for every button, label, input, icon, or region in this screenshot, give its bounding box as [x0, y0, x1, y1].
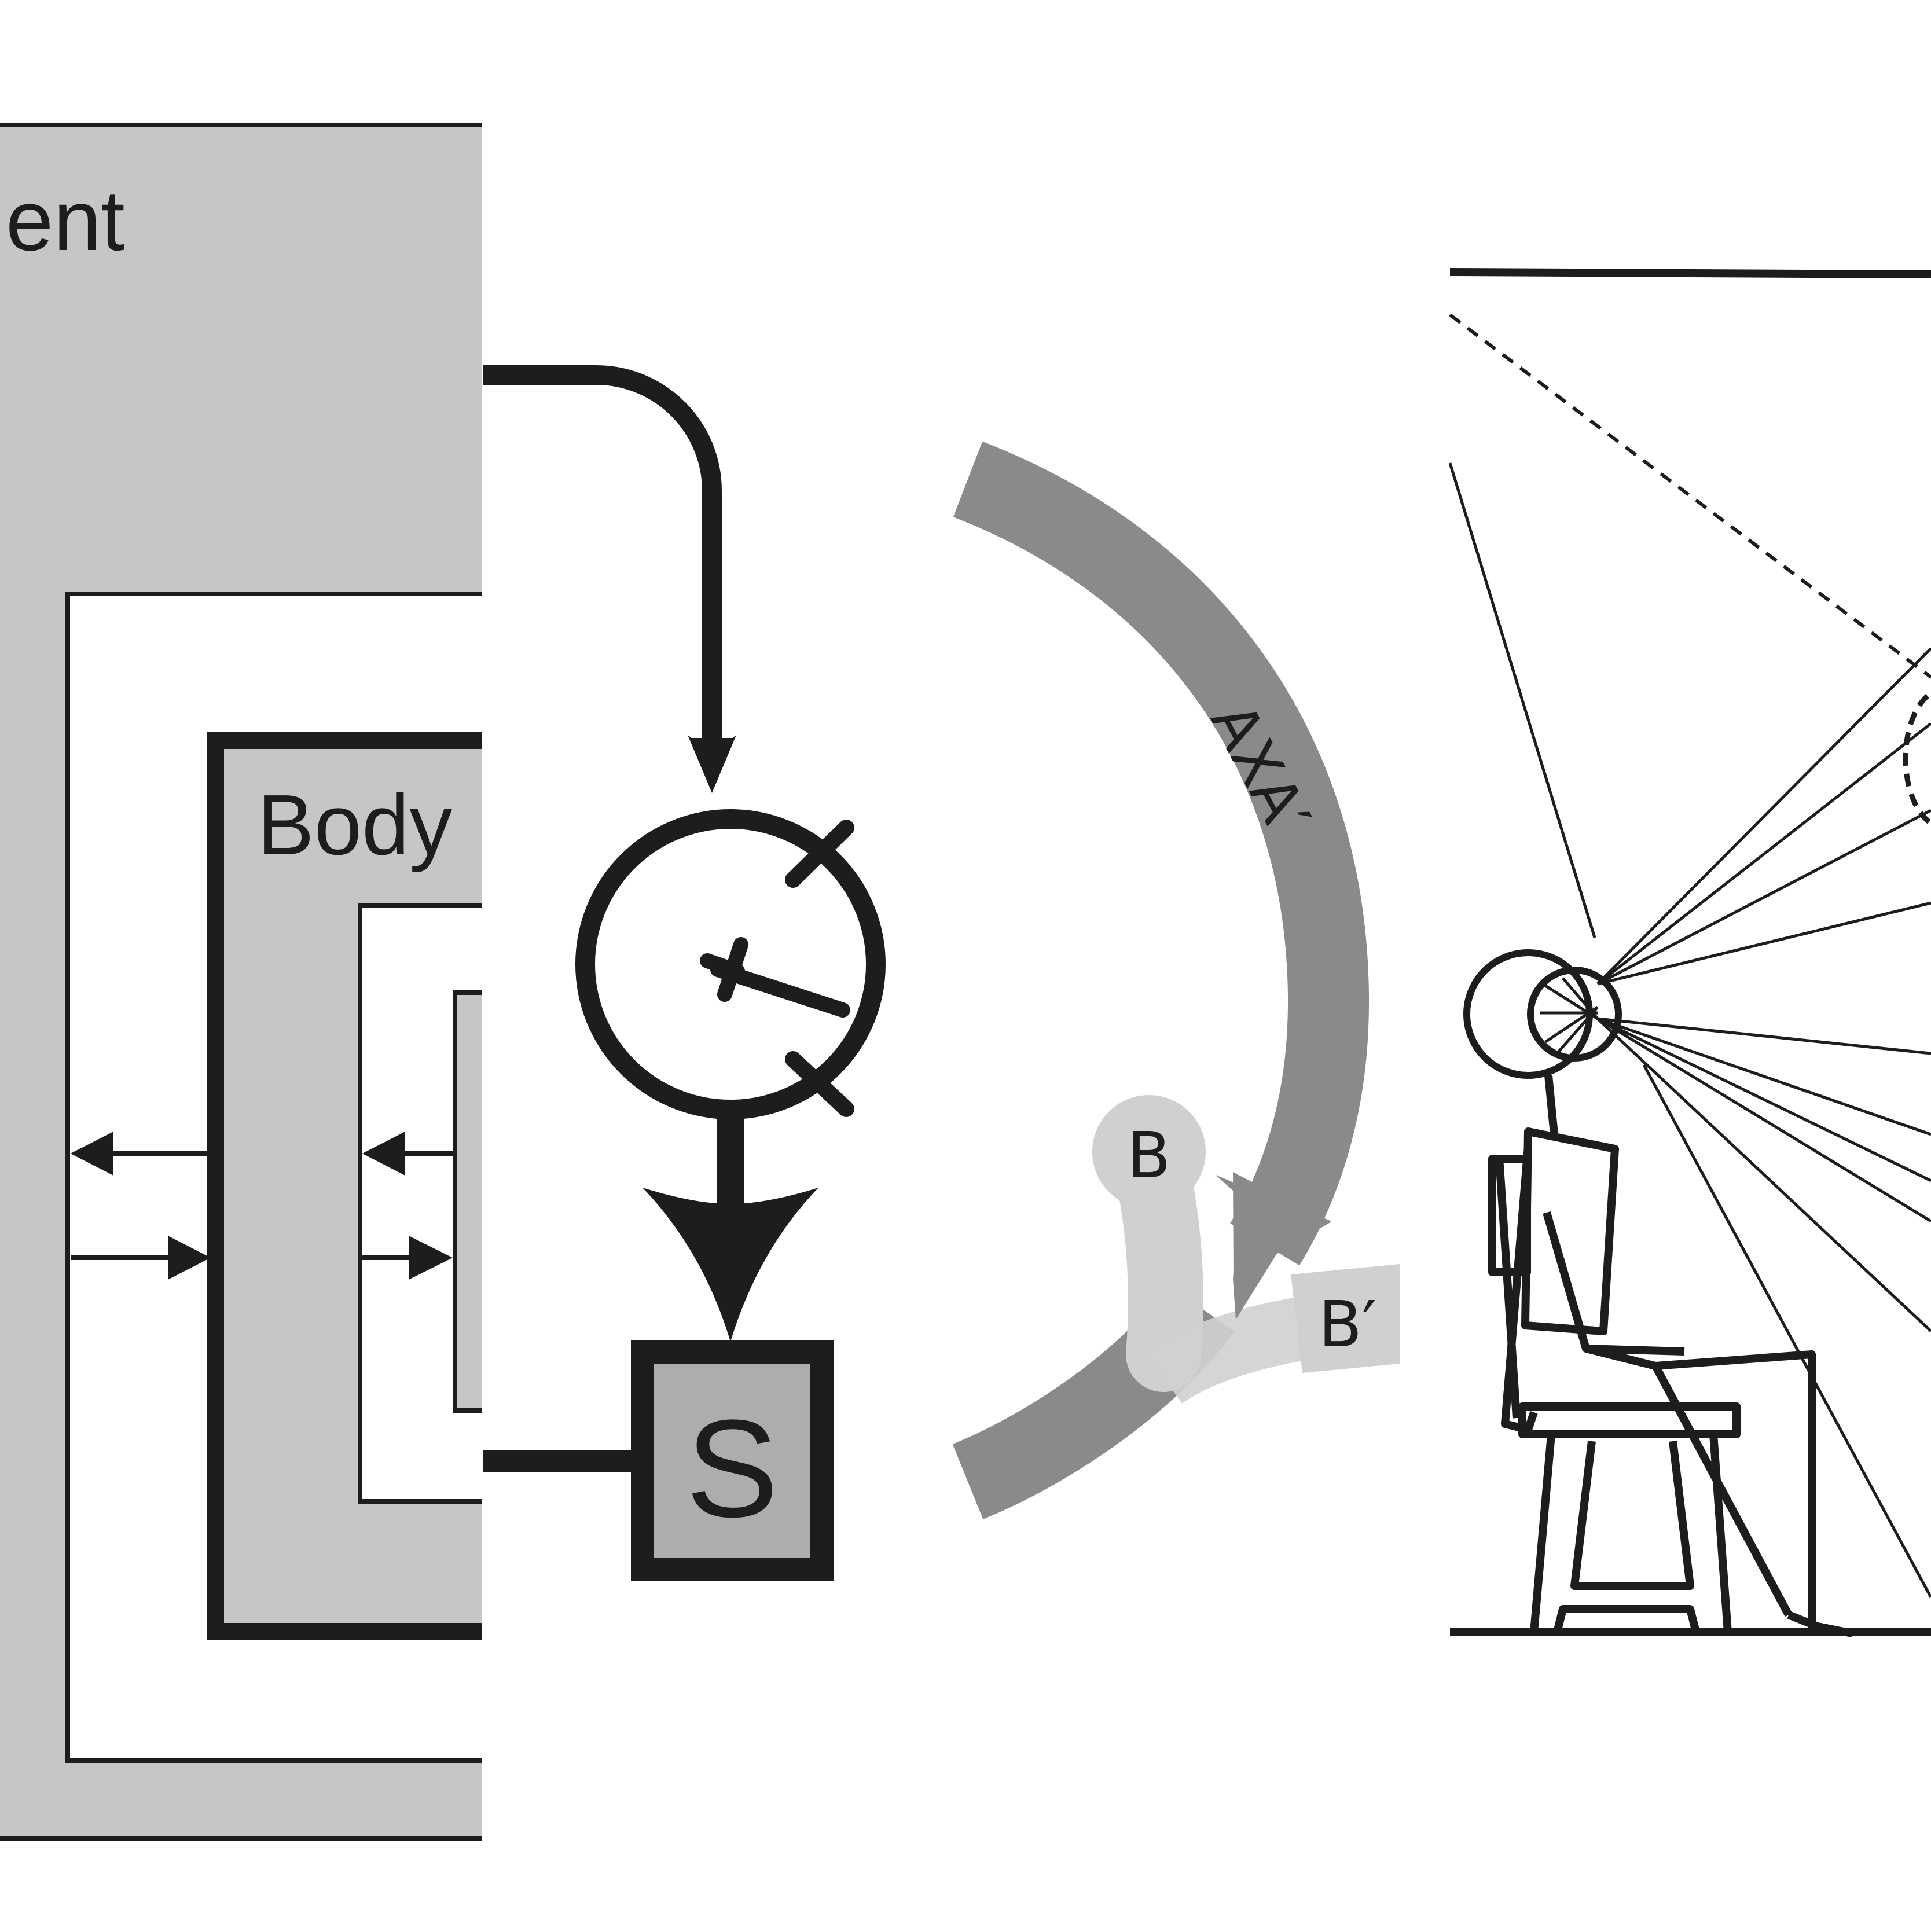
nested-boxes-panel: ent Body: [0, 123, 482, 1841]
b-prime-tag: [1291, 1264, 1400, 1373]
sight-rays: [1448, 462, 1931, 1599]
environment-body-arrows: [71, 1132, 455, 1280]
arc-panel: AXA′ B B′: [952, 441, 1400, 1519]
chair: [1495, 1145, 1741, 1633]
output-arrowhead: [643, 1188, 818, 1342]
eye-ray-fan: [1540, 977, 1599, 1055]
body-inner-frame: [358, 903, 482, 1504]
gauge-dial-icon: [575, 809, 886, 1119]
b-prime-label: B′: [1319, 1287, 1376, 1361]
observer-body: [1488, 1075, 1853, 1637]
body-label: Body: [257, 777, 452, 873]
arrow-left-head: [362, 1132, 405, 1176]
b-node: [1092, 1095, 1206, 1209]
arrow-right-head: [409, 1236, 453, 1280]
gauge-tick-bottom: [785, 1051, 854, 1117]
observer-eye: [1527, 967, 1622, 1062]
b-label: B: [1127, 1118, 1170, 1192]
innermost-box: [453, 990, 482, 1413]
dashed-target-oval: [1903, 690, 1931, 827]
arrow-right-head: [168, 1236, 211, 1280]
switch-box: [631, 1340, 834, 1581]
dashed-sightline: [1449, 313, 1931, 679]
arc-arrow-point: [1234, 1181, 1331, 1279]
ceiling-line: [1449, 268, 1931, 278]
signal-arrowhead-shape: [688, 735, 736, 793]
gauge-switch-panel: S: [483, 365, 886, 1581]
signal-line: [483, 365, 722, 761]
upper-arc-band: [953, 441, 1370, 1266]
gauge-needle-crossbar: [717, 937, 748, 1002]
seated-observer-panel: [1448, 268, 1931, 1637]
switch-label: S: [686, 1391, 779, 1546]
environment-label: ent: [6, 173, 125, 269]
gauge-tick-top: [785, 820, 854, 888]
arrow-left-head: [71, 1132, 113, 1176]
